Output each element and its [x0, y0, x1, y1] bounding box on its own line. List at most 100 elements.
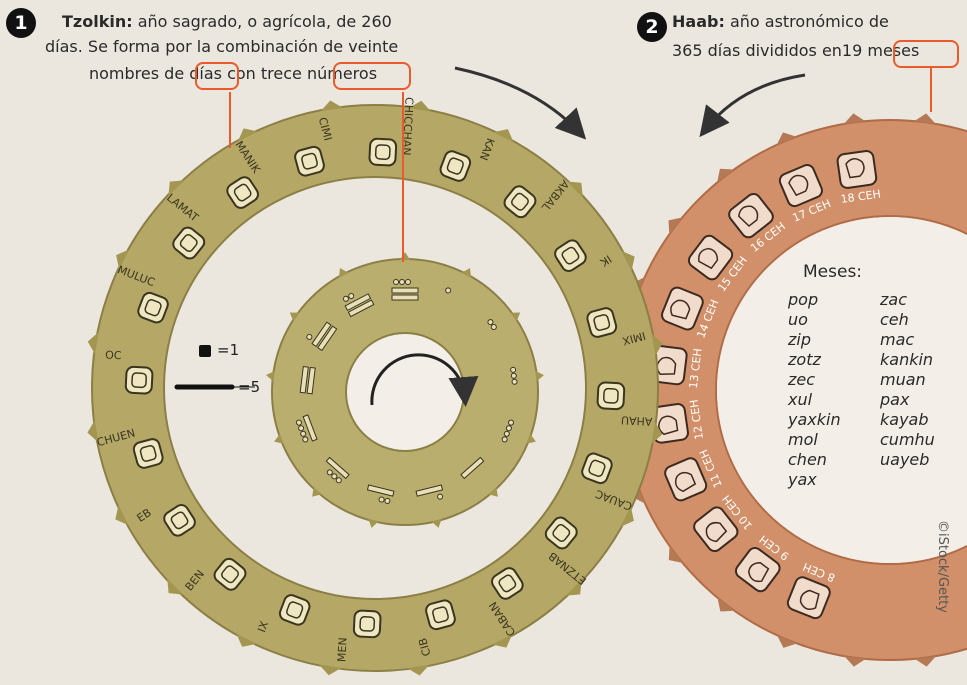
mes-item: zip — [788, 330, 811, 349]
tzolkin-text-1: año sagrado, o agrícola, de 260 — [137, 12, 392, 31]
mes-item: chen — [788, 450, 827, 469]
number-mark — [325, 456, 350, 484]
gear-tooth — [717, 168, 735, 183]
gear-tooth — [776, 132, 797, 145]
mes-item: zac — [880, 290, 907, 309]
mes-item: cumhu — [880, 430, 935, 449]
mes-item: muan — [880, 370, 926, 389]
day-sign: OC — [105, 348, 154, 395]
gear-tooth — [510, 312, 521, 322]
day-sign: CIMI — [294, 116, 335, 177]
number-mark — [306, 321, 338, 352]
gear-tooth — [492, 634, 513, 648]
day-sign: CIB — [416, 599, 456, 658]
number-mark — [299, 366, 316, 395]
gear-tooth — [318, 664, 342, 676]
gear-tooth — [237, 128, 258, 142]
day-name-label: IMIX — [620, 329, 647, 348]
mes-item: uo — [788, 310, 808, 329]
number-mark — [415, 484, 444, 500]
gear-tooth — [651, 333, 663, 356]
arrow-to-haab — [454, 66, 587, 140]
haab-text-1: año astronómico de — [729, 12, 889, 31]
haab-title: Haab: — [672, 12, 725, 31]
mes-item: yaxkin — [788, 410, 841, 429]
month-sign: 18 CEH — [836, 150, 882, 206]
number-mark — [366, 484, 395, 504]
gear-tooth — [914, 113, 936, 124]
number-mark — [391, 279, 419, 301]
numeros-highlight — [333, 62, 411, 90]
tzolkin-numeros-word: números — [306, 64, 378, 83]
mes-item: kayab — [880, 410, 929, 429]
gear-tooth — [312, 487, 322, 497]
number-mark — [342, 292, 375, 318]
gear-tooth — [115, 505, 129, 526]
gear-tooth — [368, 518, 379, 528]
day-sign: IMIX — [586, 307, 647, 348]
day-name-label: CIMI — [316, 116, 335, 142]
mes-item: pop — [788, 290, 819, 309]
day-sign: IX — [255, 594, 311, 634]
gear-tooth — [339, 268, 349, 278]
gear-tooth — [651, 421, 663, 445]
number-mark — [510, 366, 518, 385]
gear-tooth — [493, 129, 514, 143]
number-mark — [445, 287, 452, 294]
gear-tooth — [407, 664, 430, 676]
gear-tooth — [621, 250, 635, 271]
number-mark — [295, 414, 318, 443]
day-sign: IK — [554, 239, 614, 272]
gear-tooth — [320, 100, 343, 112]
mes-item: mac — [880, 330, 915, 349]
gear-tooth — [488, 487, 498, 497]
gear-tooth — [274, 433, 284, 444]
gear-tooth — [461, 268, 471, 278]
legend-dot-symbol — [199, 345, 211, 357]
legend-bar-value: =5 — [238, 378, 261, 396]
day-name-label: OC — [105, 348, 122, 362]
month-ring-label: 13 CEH — [687, 348, 705, 390]
gear-tooth — [266, 370, 275, 382]
gear-tooth — [535, 370, 544, 382]
step-2-badge: 2 — [637, 12, 667, 42]
gear-tooth — [565, 579, 582, 596]
gear-tooth — [168, 180, 185, 197]
month-sign: 13 CEH — [649, 344, 705, 390]
haab-caption-line1: Haab: año astronómico de — [672, 11, 889, 33]
gear-tooth — [668, 545, 683, 563]
number-mark — [501, 419, 515, 443]
gear-tooth — [87, 331, 99, 355]
gear-tooth — [717, 597, 735, 612]
gear-tooth — [914, 656, 937, 667]
tzolkin-caption-line1: Tzolkin: año sagrado, o agrícola, de 260 — [62, 11, 392, 33]
gear-tooth — [289, 312, 300, 322]
number-mark — [460, 456, 485, 480]
mes-item: yax — [788, 470, 817, 489]
gear-tooth — [399, 252, 411, 261]
gear-tooth — [87, 420, 99, 443]
gear-tooth — [167, 578, 184, 595]
image-credit: ©iStock/Getty — [935, 520, 950, 613]
mes-item: pax — [880, 390, 910, 409]
mes-item: ceh — [880, 310, 909, 329]
legend-dot-value: =1 — [217, 341, 240, 359]
step-1-badge: 1 — [6, 8, 36, 38]
mes-item: xul — [788, 390, 813, 409]
day-name-label: MEN — [335, 637, 349, 662]
gear-tooth — [526, 433, 536, 444]
gear-tooth — [431, 518, 442, 528]
month-ring-label: 12 CEH — [687, 399, 706, 441]
day-name-label: AHAU — [621, 413, 653, 428]
mes-item: zotz — [788, 350, 821, 369]
tzolkin-caption-line2: días. Se forma por la combinación de vei… — [45, 37, 399, 56]
gear-tooth — [843, 113, 866, 124]
meses-title: Meses: — [803, 262, 863, 282]
mes-item: mol — [788, 430, 818, 449]
gear-tooth — [566, 181, 583, 198]
tzolkin-text-3a: nombres de — [89, 64, 190, 83]
